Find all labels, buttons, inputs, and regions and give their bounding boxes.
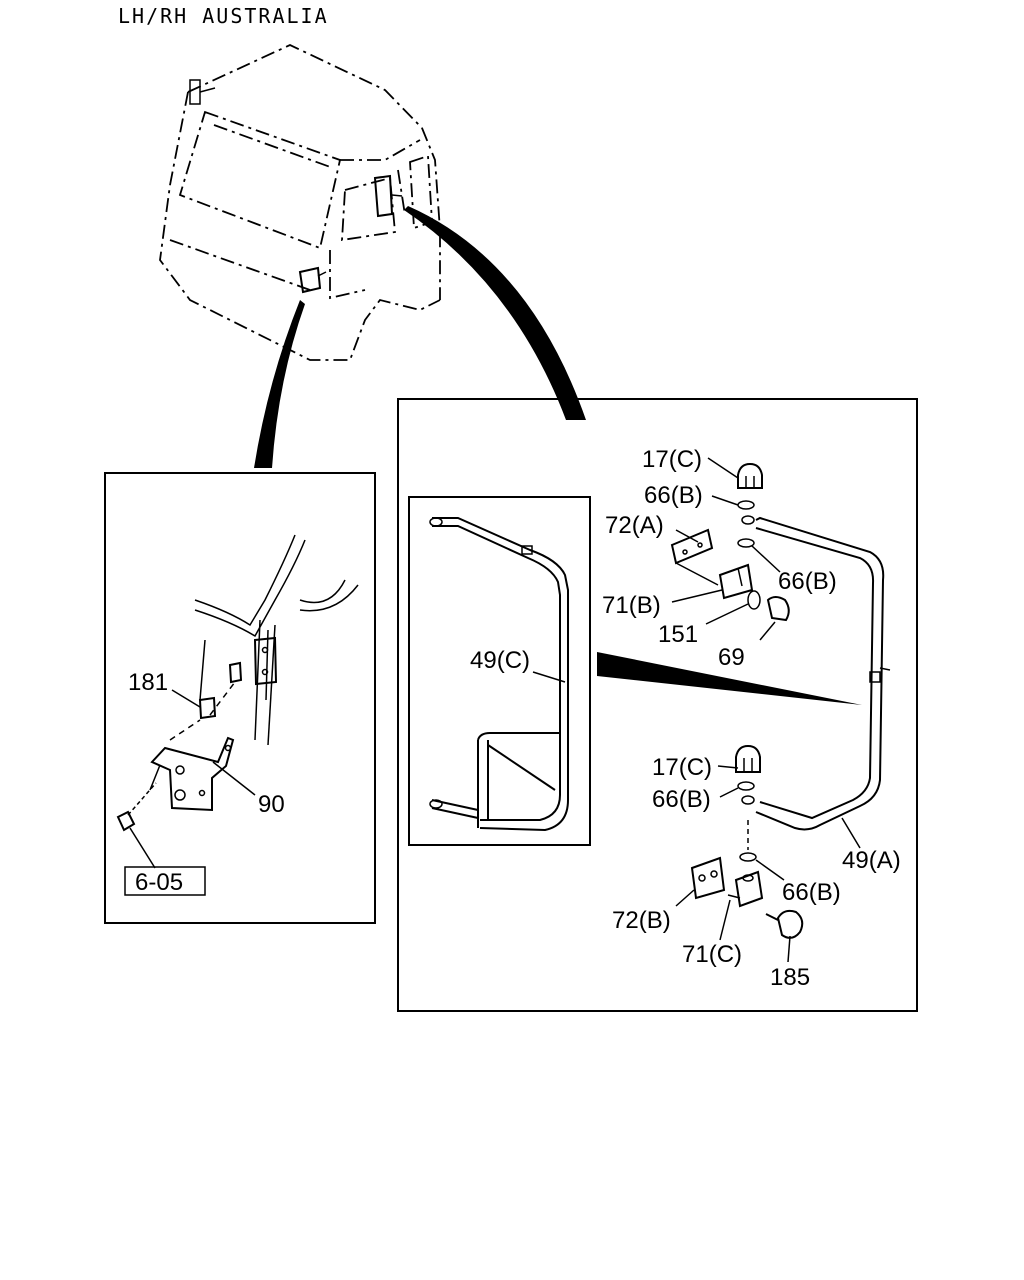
callout-6-05: 6-05 (135, 869, 183, 896)
callout-17c-bot: 17(C) (652, 754, 712, 781)
callout-71b: 71(B) (602, 592, 661, 619)
callout-90: 90 (258, 791, 285, 818)
callout-151: 151 (658, 621, 698, 648)
callout-17c-top: 17(C) (642, 446, 702, 473)
callout-49c: 49(C) (470, 647, 530, 674)
callout-72a: 72(A) (605, 512, 664, 539)
detail-box-left (104, 472, 376, 924)
callout-72b: 72(B) (612, 907, 671, 934)
inset-box-49c (408, 496, 591, 846)
callout-69: 69 (718, 644, 745, 671)
callout-71c: 71(C) (682, 941, 742, 968)
callout-49a: 49(A) (842, 847, 901, 874)
truck-cab-drawing (159, 44, 441, 361)
callout-181: 181 (128, 669, 168, 696)
detail-box-right (397, 398, 918, 1012)
callout-185: 185 (770, 964, 810, 991)
callout-66b-3: 66(B) (652, 786, 711, 813)
pointer-wedge-left (254, 300, 305, 468)
callout-66b-1: 66(B) (644, 482, 703, 509)
mirror-stay-rod-49a (741, 515, 891, 831)
upper-hardware (670, 462, 790, 622)
pointer-wedge-right (404, 206, 586, 420)
front-bracket-drawing (116, 534, 359, 832)
pointer-wedge-inner (597, 652, 862, 705)
mirror-stay-rod-49c (429, 517, 569, 832)
callout-66b-2: 66(B) (778, 568, 837, 595)
diagram-title: LH/RH AUSTRALIA (118, 4, 329, 28)
callout-66b-4: 66(B) (782, 879, 841, 906)
ref-box (124, 866, 206, 896)
